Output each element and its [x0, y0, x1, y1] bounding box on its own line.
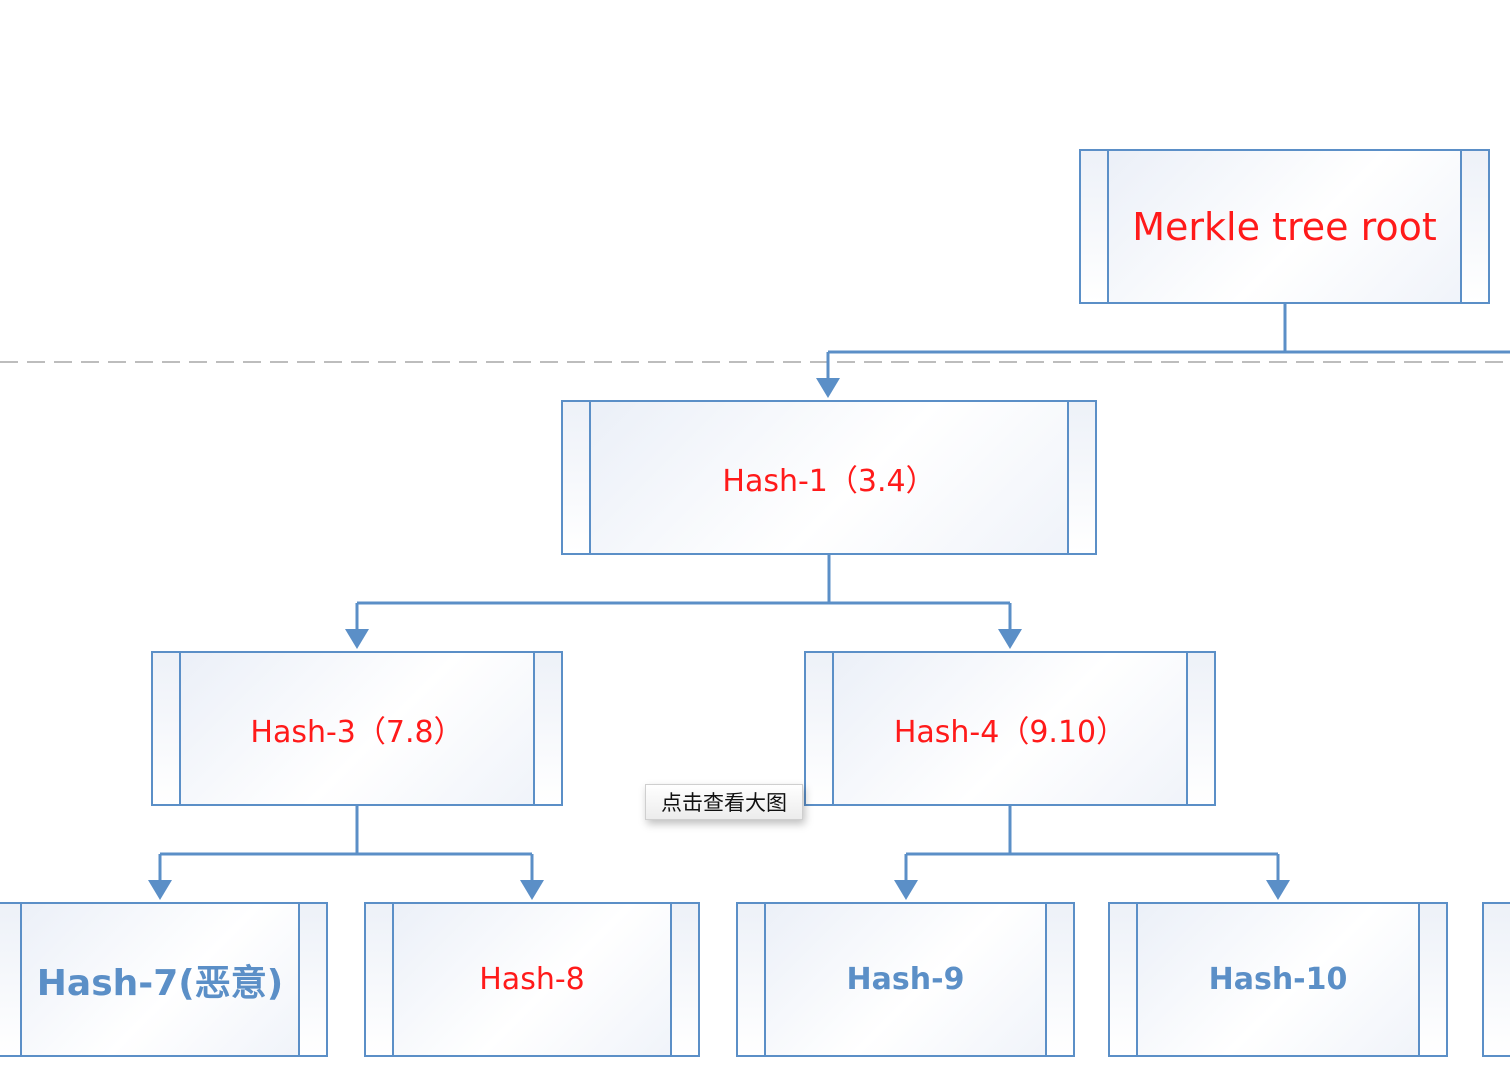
- node-hash-4[interactable]: Hash-4（9.10）: [804, 651, 1216, 806]
- connector-arrowhead: [1266, 880, 1290, 900]
- node-hash-1[interactable]: Hash-1（3.4）: [561, 400, 1097, 555]
- node-label: Hash-8: [479, 962, 585, 997]
- node-hash-8[interactable]: Hash-8: [364, 902, 700, 1057]
- view-large-image-tooltip[interactable]: 点击查看大图: [645, 784, 803, 820]
- connector-arrowhead: [345, 629, 369, 649]
- connector-arrowhead: [816, 378, 840, 398]
- node-partial-right: [1482, 902, 1510, 1057]
- node-label: Hash-1（3.4）: [722, 463, 936, 499]
- node-hash-10[interactable]: Hash-10: [1108, 902, 1448, 1057]
- connector-arrowhead: [148, 880, 172, 900]
- node-label: Merkle tree root: [1132, 204, 1437, 249]
- node-hash-9[interactable]: Hash-9: [736, 902, 1075, 1057]
- node-label: Hash-9: [846, 962, 965, 997]
- connector-arrowhead: [998, 629, 1022, 649]
- connector-arrowhead: [894, 880, 918, 900]
- node-merkle-root[interactable]: Merkle tree root: [1079, 149, 1490, 304]
- node-label: Hash-7(恶意): [36, 962, 284, 1004]
- connector-arrowhead: [520, 880, 544, 900]
- node-label: Hash-10: [1208, 962, 1348, 997]
- node-label: Hash-4（9.10）: [893, 714, 1127, 750]
- node-hash-7[interactable]: Hash-7(恶意): [0, 902, 328, 1057]
- node-label: Hash-3（7.8）: [250, 714, 464, 750]
- node-hash-3[interactable]: Hash-3（7.8）: [151, 651, 563, 806]
